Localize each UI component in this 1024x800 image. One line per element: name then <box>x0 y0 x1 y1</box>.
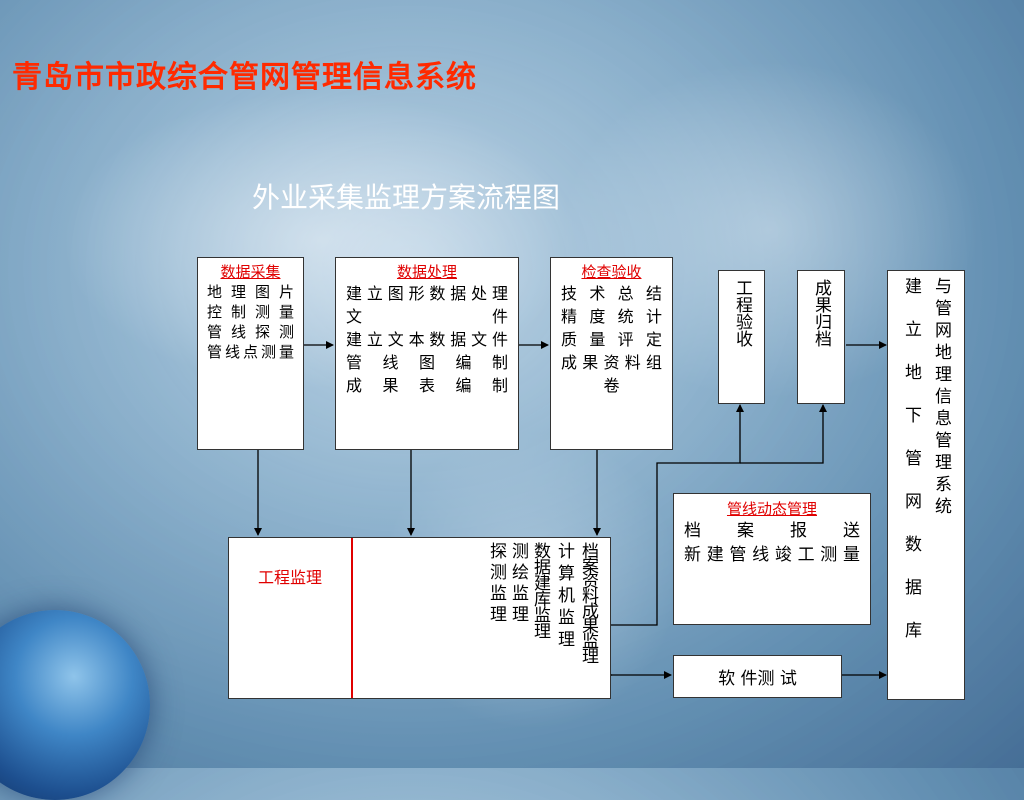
box-dynamic-management: 管线动态管理 档案报送 新建管线竣工测量 <box>673 493 871 625</box>
box-inspection-line: 质量评定 <box>561 330 662 349</box>
box-dynamic-management-title: 管线动态管理 <box>726 500 817 518</box>
box-results-archive-text: 成果归档 <box>811 279 831 347</box>
box-software-testing-text: 软 件测 试 <box>718 669 797 689</box>
box-gis-database-text: 建立地下管网数据库 <box>901 277 921 664</box>
box-project-acceptance: 工程验收 <box>718 270 765 404</box>
box-data-collection-line: 控制测量 <box>207 303 294 321</box>
box-inspection-title: 检查验收 <box>581 263 642 281</box>
supervision-divider <box>351 538 353 698</box>
supervision-column: 档案资料成果监理 <box>578 542 598 662</box>
box-data-processing-line: 建立图形数据处理 <box>346 284 508 303</box>
page-title: 青岛市市政综合管网管理信息系统 <box>12 60 477 95</box>
box-project-acceptance-text: 工程验收 <box>732 279 752 347</box>
box-data-collection-title: 数据采集 <box>220 263 281 281</box>
box-software-testing: 软 件测 试 <box>673 655 842 698</box>
box-dynamic-management-line: 新建管线竣工测量 <box>684 545 860 565</box>
box-project-supervision: 工程监理 探测监理 测绘监理 数据建库监理 计算机监理 档案资料成果监理 <box>228 537 611 699</box>
box-inspection-line: 成果资料组 <box>561 353 662 372</box>
box-data-collection-line: 地理图片 <box>207 283 294 301</box>
box-inspection-line: 卷 <box>603 376 620 395</box>
diagram-title: 外业采集监理方案流程图 <box>252 181 561 214</box>
box-project-supervision-label: 工程监理 <box>257 568 322 587</box>
box-results-archive: 成果归档 <box>797 270 845 404</box>
box-data-processing-line: 管线图编制 <box>346 353 508 372</box>
supervision-column: 数据建库监理 <box>530 542 550 638</box>
supervision-column: 探测监理 <box>486 542 506 626</box>
box-dynamic-management-line: 档案报送 <box>684 521 860 541</box>
box-data-processing-line: 建立文本数据文件 <box>346 330 508 349</box>
box-data-collection: 数据采集 地理图片 控制测量 管线探测 管线点测量 <box>197 257 304 450</box>
arrow-supervision-to-accept <box>610 404 744 626</box>
box-inspection-line: 精度统计 <box>561 307 662 326</box>
flow-connectors <box>254 341 887 679</box>
box-data-collection-line: 管线探测 <box>207 323 294 341</box>
box-gis-system: 建立地下管网数据库 与管网地理信息管理系统 <box>887 270 965 700</box>
box-data-processing: 数据处理 建立图形数据处理 文件 建立文本数据文件 管线图编制 成果表编制 <box>335 257 519 450</box>
box-data-processing-line: 文件 <box>346 307 508 326</box>
box-gis-system-text: 与管网地理信息管理系统 <box>931 277 951 519</box>
supervision-column: 计算机监理 <box>554 542 574 652</box>
supervision-column: 测绘监理 <box>508 542 528 626</box>
box-data-processing-title: 数据处理 <box>396 263 457 281</box>
box-data-collection-line: 管线点测量 <box>207 343 294 361</box>
box-inspection-line: 技术总结 <box>561 284 662 303</box>
box-data-processing-line: 成果表编制 <box>346 376 508 395</box>
arrow-to-archive <box>740 404 827 464</box>
box-inspection: 检查验收 技术总结 精度统计 质量评定 成果资料组 卷 <box>550 257 673 450</box>
